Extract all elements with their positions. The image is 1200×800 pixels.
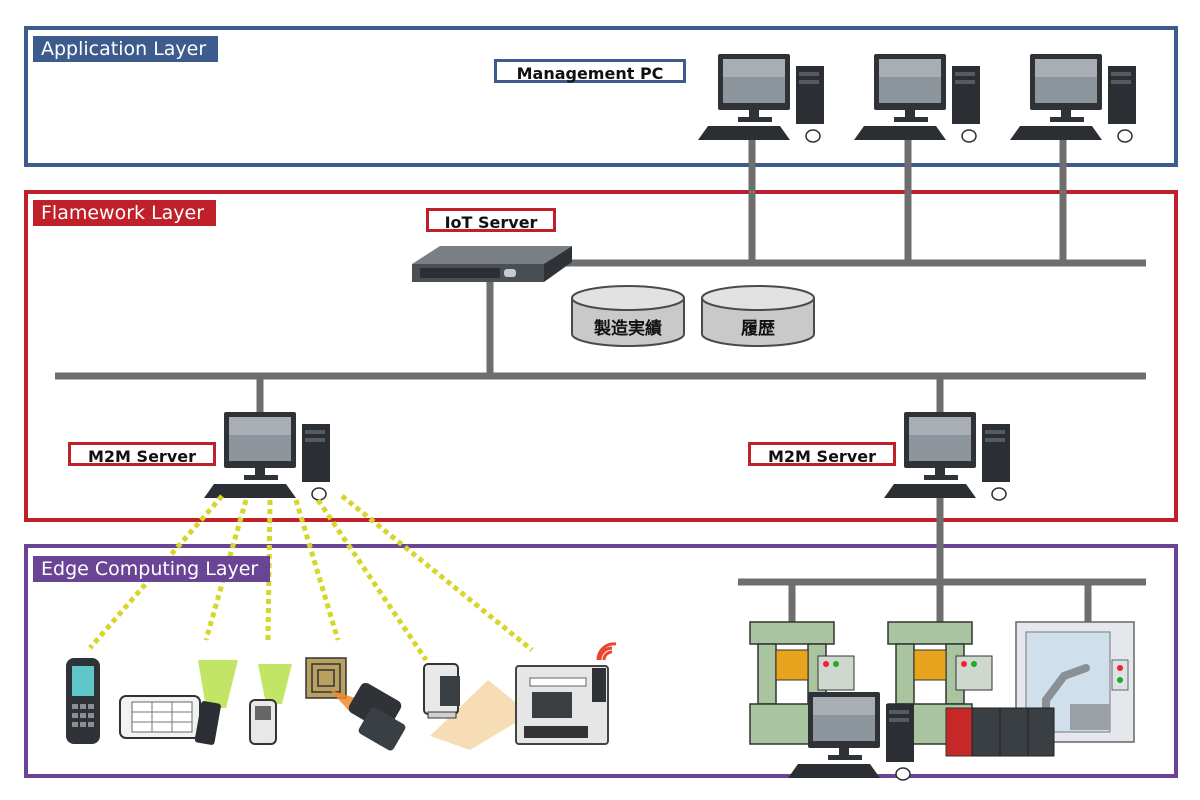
iot-server-icon: [412, 246, 572, 282]
framework-layer-frame: [24, 190, 1178, 522]
edge-layer-frame: [24, 544, 1178, 778]
fixed-scanner-icon: [423, 663, 530, 750]
m2m-server-pc-icon: [203, 411, 331, 501]
plc-unit-icon: [945, 707, 1055, 757]
iot-server-label: IoT Server: [426, 208, 556, 232]
barcode-scanner-icon: [194, 660, 238, 745]
rfid-reader-icon: [249, 664, 292, 745]
m2m-server-pc-icon: [883, 411, 1011, 501]
management-pc-icon: [1009, 53, 1137, 143]
control-box-icon: [515, 642, 617, 745]
m2m-server-left-label: M2M Server: [68, 442, 216, 466]
management-pc-icon: [697, 53, 825, 143]
application-layer-frame: [24, 26, 1178, 167]
framework-layer-label: Flamework Layer: [33, 200, 217, 226]
database-history-label: 履歴: [741, 319, 775, 339]
database-production-label: 製造実績: [594, 319, 662, 339]
m2m-server-right-label: M2M Server: [748, 442, 896, 466]
application-layer-label: Application Layer: [33, 36, 219, 62]
network-lines: [55, 135, 1146, 622]
rfid-tag-reader-icon: [305, 657, 406, 751]
management-pc-icon: [853, 53, 981, 143]
database-history-icon: [701, 285, 815, 347]
tablet-icon: [119, 695, 201, 739]
handheld-terminal-icon: [66, 658, 100, 744]
database-production-icon: [571, 285, 685, 347]
management-pc-label: Management PC: [494, 59, 686, 83]
edge-layer-label: Edge Computing Layer: [33, 556, 271, 582]
